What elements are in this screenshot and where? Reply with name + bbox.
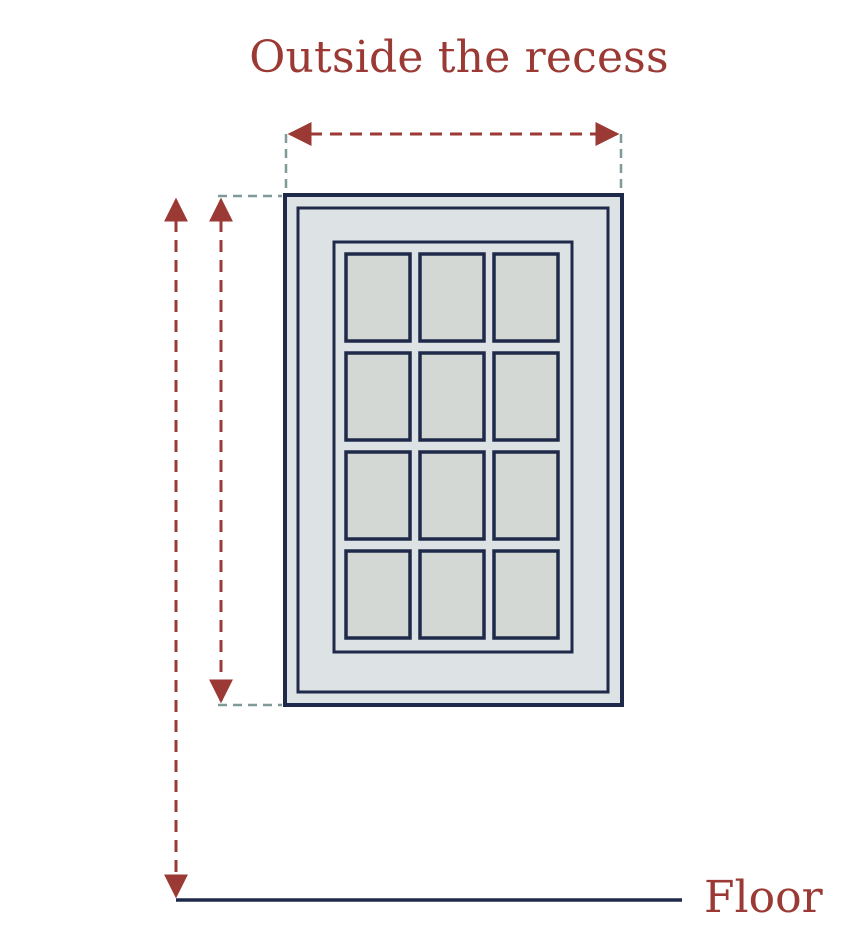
window-pane <box>418 252 486 343</box>
window-pane <box>492 450 560 541</box>
window-pane <box>418 450 486 541</box>
window-panes <box>344 252 560 640</box>
window-pane <box>418 351 486 442</box>
window-pane <box>344 549 412 640</box>
window-inner-frame <box>296 206 610 694</box>
window-pane <box>344 351 412 442</box>
window-pane <box>492 549 560 640</box>
diagram-title: Outside the recess <box>249 32 669 83</box>
window-pane <box>492 252 560 343</box>
window-pane <box>418 549 486 640</box>
window-pane <box>344 450 412 541</box>
window-pane <box>344 252 412 343</box>
floor-label: Floor <box>704 872 823 923</box>
window-pane <box>492 351 560 442</box>
